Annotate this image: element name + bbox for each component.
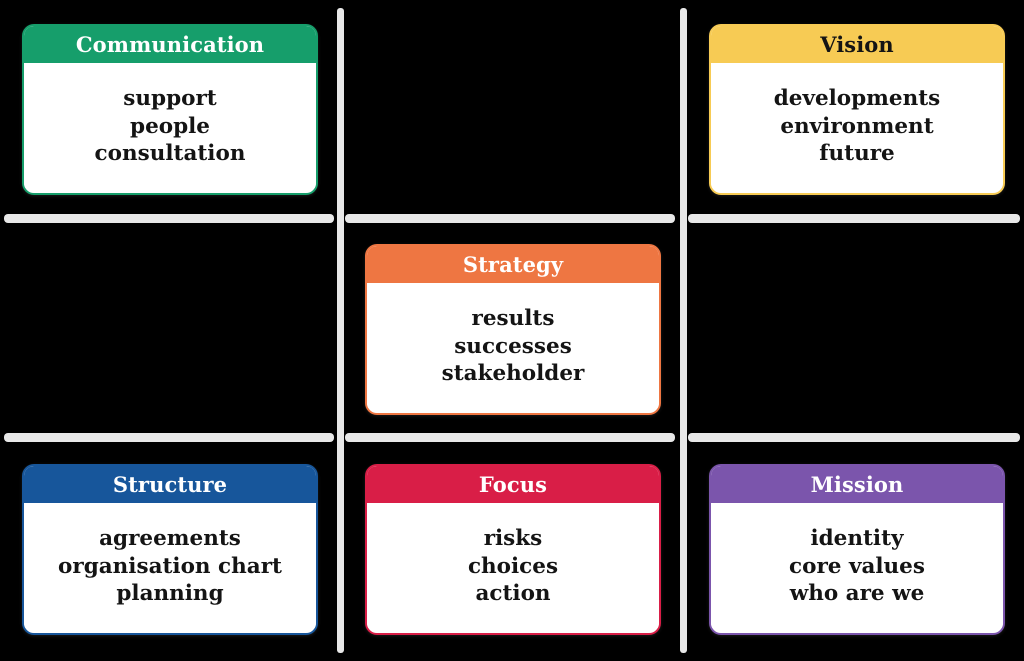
card-strategy-line-3: stakeholder [441,361,585,386]
card-communication-line-2: people [130,113,210,139]
card-mission-line-1: identity [810,526,904,551]
card-mission-line-3: who are we [789,581,925,606]
vertical-divider-left [337,8,344,653]
card-communication-line-3: consultation [94,141,246,166]
horizontal-divider-top-center [345,214,675,223]
card-mission[interactable]: Mission identity core values who are we [709,464,1005,635]
card-strategy-line-1: results [471,306,555,331]
card-structure-line-2: organisation chart [58,553,282,579]
card-focus[interactable]: Focus risks choices action [365,464,661,635]
card-mission-line-2: core values [789,553,925,579]
card-strategy-line-2: successes [454,333,572,359]
card-focus-line-1: risks [483,526,543,551]
horizontal-divider-top-left [4,214,334,223]
card-structure-line-1: agreements [99,526,241,551]
horizontal-divider-bottom-left [4,433,334,442]
card-focus-title: Focus [367,466,659,503]
card-communication-title: Communication [24,26,316,63]
card-mission-body: identity core values who are we [711,503,1003,628]
card-vision[interactable]: Vision developments environment future [709,24,1005,195]
card-communication[interactable]: Communication support people consultatio… [22,24,318,195]
card-structure[interactable]: Structure agreements organisation chart … [22,464,318,635]
card-vision-line-3: future [819,141,895,166]
card-vision-body: developments environment future [711,63,1003,188]
card-communication-line-1: support [123,86,217,111]
card-vision-title: Vision [711,26,1003,63]
horizontal-divider-bottom-right [688,433,1020,442]
card-strategy-title: Strategy [367,246,659,283]
vertical-divider-right [680,8,687,653]
card-communication-body: support people consultation [24,63,316,188]
card-strategy[interactable]: Strategy results successes stakeholder [365,244,661,415]
card-structure-line-3: planning [116,581,224,606]
card-focus-line-3: action [475,581,551,606]
card-focus-body: risks choices action [367,503,659,628]
card-focus-line-2: choices [467,553,559,579]
horizontal-divider-top-right [688,214,1020,223]
card-structure-body: agreements organisation chart planning [24,503,316,628]
card-vision-line-1: developments [773,86,941,111]
card-strategy-body: results successes stakeholder [367,283,659,408]
card-vision-line-2: environment [780,113,934,139]
card-mission-title: Mission [711,466,1003,503]
card-structure-title: Structure [24,466,316,503]
horizontal-divider-bottom-center [345,433,675,442]
